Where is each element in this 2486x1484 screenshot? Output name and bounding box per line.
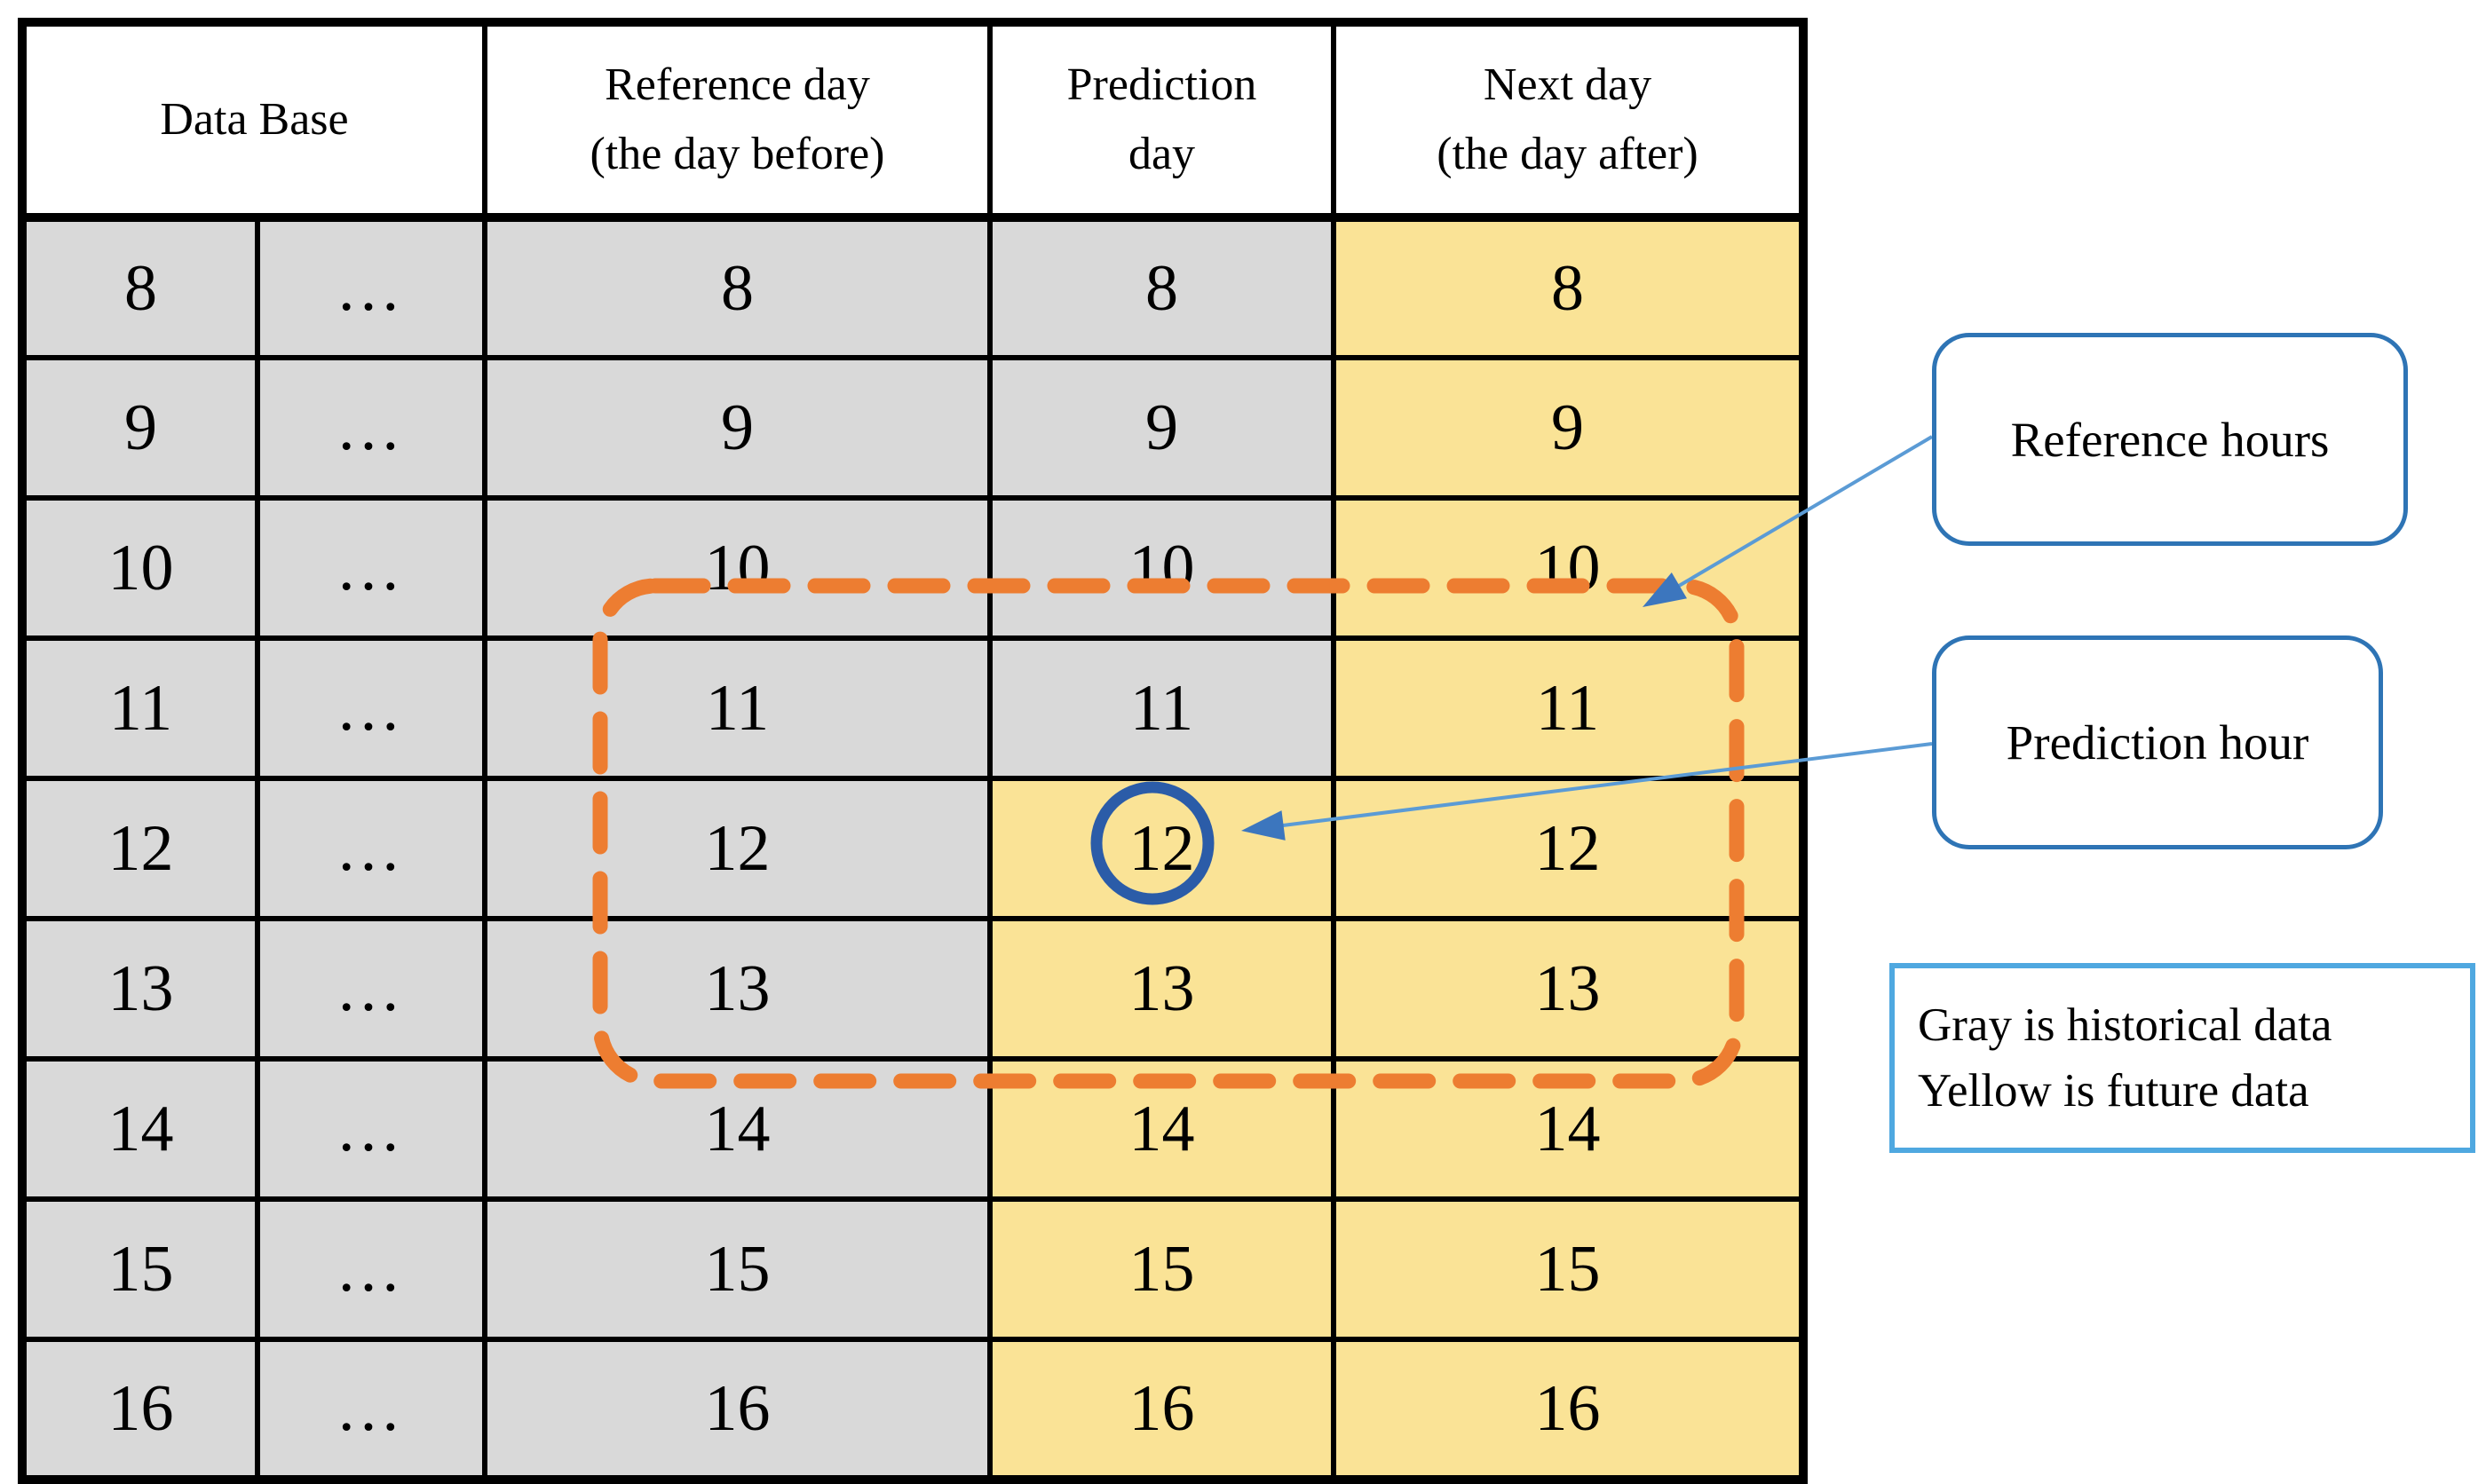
- hour-cell: 14: [482, 1056, 993, 1202]
- hour-cell: …: [255, 776, 487, 921]
- hour-cell: 12: [482, 776, 993, 921]
- color-legend-box: Gray is historical data Yellow is future…: [1889, 963, 2475, 1153]
- hour-cell: 9: [20, 355, 260, 501]
- prediction-hour-label: Prediction hour: [2006, 715, 2309, 770]
- hour-cell: 10: [987, 495, 1336, 641]
- header-reference-day-line2: (the day before): [590, 129, 885, 179]
- hour-cell: 13: [482, 916, 993, 1062]
- hour-cell: 10: [482, 495, 993, 641]
- hour-cell: 15: [20, 1196, 260, 1342]
- header-prediction-day-line1: Prediction: [1066, 59, 1257, 110]
- reference-hours-label: Reference hours: [2010, 412, 2330, 467]
- hour-cell: 9: [482, 355, 993, 501]
- hour-cell: 10: [20, 495, 260, 641]
- reference-hours-callout: Reference hours: [1932, 333, 2408, 546]
- hour-cell: 9: [987, 355, 1336, 501]
- hour-cell: 12: [1331, 776, 1806, 921]
- hour-cell: …: [255, 355, 487, 501]
- hour-cell: 11: [1331, 635, 1806, 781]
- prediction-hour-callout: Prediction hour: [1932, 635, 2383, 849]
- header-next-day-line2: (the day after): [1437, 129, 1698, 179]
- header-prediction-day: Prediction day: [987, 20, 1336, 222]
- hour-cell: …: [255, 916, 487, 1062]
- header-reference-day: Reference day (the day before): [482, 20, 993, 222]
- hour-cell: 15: [482, 1196, 993, 1342]
- hour-cell: 13: [1331, 916, 1806, 1062]
- header-database-label: Data Base: [160, 94, 349, 145]
- hour-cell: …: [255, 635, 487, 781]
- hour-cell: 16: [987, 1337, 1336, 1482]
- hour-cell: 10: [1331, 495, 1806, 641]
- hour-cell: 11: [482, 635, 993, 781]
- header-row: Data Base Reference day (the day before)…: [20, 20, 1806, 222]
- header-database: Data Base: [20, 20, 487, 222]
- hour-cell: 8: [482, 215, 993, 360]
- hour-cell: 8: [1331, 215, 1806, 360]
- hour-cell: 15: [987, 1196, 1336, 1342]
- header-reference-day-line1: Reference day: [605, 59, 870, 110]
- hour-cell: 8: [20, 215, 260, 360]
- hour-cell: 11: [20, 635, 260, 781]
- hour-cell: 13: [987, 916, 1336, 1062]
- hour-cell: 11: [987, 635, 1336, 781]
- hour-cell: 13: [20, 916, 260, 1062]
- header-next-day: Next day (the day after): [1331, 20, 1806, 222]
- hour-cell: 16: [482, 1337, 993, 1482]
- hour-cell: 12: [20, 776, 260, 921]
- hour-cell: 16: [20, 1337, 260, 1482]
- hour-cell: …: [255, 1196, 487, 1342]
- hour-cell: 12: [987, 776, 1336, 921]
- hour-cell: …: [255, 495, 487, 641]
- header-prediction-day-line2: day: [1128, 129, 1196, 179]
- hour-schedule-table: Data Base Reference day (the day before)…: [18, 18, 1808, 1484]
- hour-cell: 8: [987, 215, 1336, 360]
- legend-future-line: Yellow is future data: [1918, 1065, 2309, 1117]
- hour-cell: 14: [1331, 1056, 1806, 1202]
- hour-cell: 14: [987, 1056, 1336, 1202]
- hour-cell: 15: [1331, 1196, 1806, 1342]
- hour-cell: 9: [1331, 355, 1806, 501]
- hour-cell: …: [255, 215, 487, 360]
- hour-cell: …: [255, 1056, 487, 1202]
- hour-cell: …: [255, 1337, 487, 1482]
- header-next-day-line1: Next day: [1483, 59, 1652, 110]
- hour-cell: 16: [1331, 1337, 1806, 1482]
- hour-cell: 14: [20, 1056, 260, 1202]
- legend-historical-line: Gray is historical data: [1918, 999, 2332, 1051]
